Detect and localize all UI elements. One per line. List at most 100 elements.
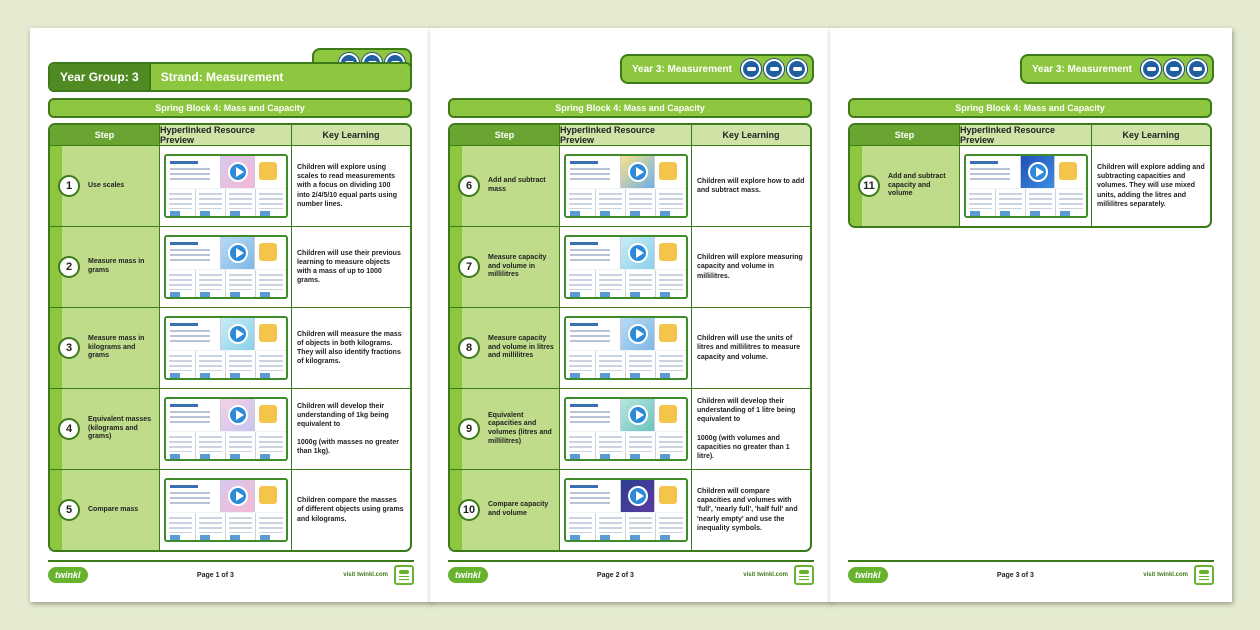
key-learning-cell: Children will explore using scales to re… [292,146,410,226]
play-icon[interactable] [227,243,248,263]
resource-preview-link[interactable] [563,397,688,461]
preview-header: Hyperlinked Resource Preview [560,125,692,145]
play-icon[interactable] [627,486,648,506]
key-learning-cell: Children will develop their understandin… [692,389,810,469]
planit-badge-icon [1193,565,1214,585]
play-icon[interactable] [227,324,248,344]
page-footer: twinkl Page 2 of 3 visit twinkl.com [448,560,814,588]
resource-icon[interactable] [1164,59,1184,79]
play-icon[interactable] [1027,162,1048,182]
table-row: 10 Compare capacity and volume Children … [450,469,810,550]
play-icon[interactable] [627,243,648,263]
key-learning-text: Children will use the units of litres an… [697,335,801,361]
table-row: 5 Compare mass Children compare the mass… [50,469,410,550]
planit-badge-icon [793,565,814,585]
preview-cell [560,470,692,550]
play-icon[interactable] [227,162,248,182]
table-row: 8 Measure capacity and volume in litres … [450,307,810,388]
key-learning-cell: Children will use their previous learnin… [292,227,410,307]
resource-preview-link[interactable] [163,397,288,461]
resource-preview-link[interactable] [563,478,688,542]
page-number: Page 2 of 3 [596,571,634,579]
year-group-bar: Year Group: 3 Strand: Measurement [48,62,412,92]
block-title: Spring Block 4: Mass and Capacity [48,98,412,118]
site-link[interactable]: visit twinkl.com [343,572,388,578]
resource-icon[interactable] [1141,59,1161,79]
play-icon[interactable] [227,405,248,425]
key-learning-text: Children will explore measuring capacity… [697,254,803,280]
table-row: 2 Measure mass in grams Children will us… [50,226,410,307]
table-header: Step Hyperlinked Resource Preview Key Le… [850,125,1210,145]
document-page-2: Year 3: Measurement Spring Block 4: Mass… [430,28,832,602]
twinkl-logo[interactable]: twinkl [848,567,888,583]
play-icon[interactable] [227,486,248,506]
step-name: Compare mass [88,505,139,513]
key-learning-cell: Children will explore adding and subtrac… [1092,146,1210,226]
step-cell: 1 Use scales [50,146,160,226]
year-pill: Year 3: Measurement [619,54,814,84]
step-header: Step [450,125,560,145]
step-name: Measure mass in grams [88,258,145,274]
block-title: Spring Block 4: Mass and Capacity [848,98,1212,118]
preview-cell [560,308,692,388]
step-cell: 10 Compare capacity and volume [450,470,560,550]
preview-cell [160,146,292,226]
preview-header: Hyperlinked Resource Preview [160,125,292,145]
resource-preview-link[interactable] [163,154,288,218]
step-number: 4 [58,418,80,440]
step-cell: 9 Equivalent capacities and volumes (lit… [450,389,560,469]
step-cell: 8 Measure capacity and volume in litres … [450,308,560,388]
step-cell: 11 Add and subtract capacity and volume [850,146,960,226]
twinkl-logo[interactable]: twinkl [448,567,488,583]
table-header: Step Hyperlinked Resource Preview Key Le… [450,125,810,145]
step-number: 3 [58,337,80,359]
steps-table: Step Hyperlinked Resource Preview Key Le… [848,123,1212,228]
step-number: 10 [458,499,480,521]
step-cell: 5 Compare mass [50,470,160,550]
key-learning-text: Children will use their previous learnin… [297,249,401,285]
play-icon[interactable] [627,405,648,425]
twinkl-logo[interactable]: twinkl [48,567,88,583]
preview-cell [160,308,292,388]
step-name: Use scales [88,181,125,189]
resource-icon[interactable] [1187,59,1207,79]
resource-preview-link[interactable] [163,316,288,380]
steps-table: Step Hyperlinked Resource Preview Key Le… [48,123,412,552]
preview-header: Hyperlinked Resource Preview [960,125,1092,145]
key-learning-text: Children will explore how to add and sub… [697,177,805,194]
site-link[interactable]: visit twinkl.com [743,572,788,578]
step-name: Measure mass in kilograms and grams [88,334,145,360]
key-learning-text: Children will explore using scales to re… [297,164,397,208]
preview-cell [160,227,292,307]
key-learning-text: Children will compare capacities and vol… [697,488,798,532]
resource-icon[interactable] [787,59,807,79]
strand-label: Strand: Measurement [160,70,284,84]
resource-icon[interactable] [741,59,761,79]
key-learning-text: Children will explore adding and subtrac… [1097,164,1205,208]
resource-preview-link[interactable] [563,154,688,218]
key-learning-cell: Children will develop their understandin… [292,389,410,469]
table-row: 9 Equivalent capacities and volumes (lit… [450,388,810,469]
resource-icon[interactable] [764,59,784,79]
page-number: Page 3 of 3 [996,571,1034,579]
site-link[interactable]: visit twinkl.com [1143,572,1188,578]
preview-cell [560,146,692,226]
play-icon[interactable] [627,162,648,182]
resource-preview-link[interactable] [963,154,1088,218]
page-footer: twinkl Page 1 of 3 visit twinkl.com [48,560,414,588]
step-number: 7 [458,256,480,278]
preview-cell [560,389,692,469]
resource-preview-link[interactable] [563,235,688,299]
resource-preview-link[interactable] [163,235,288,299]
document-page-3: Year 3: Measurement Spring Block 4: Mass… [830,28,1232,602]
step-name: Compare capacity and volume [488,501,549,517]
resource-preview-link[interactable] [163,478,288,542]
key-learning-cell: Children will explore how to add and sub… [692,146,810,226]
document-page-1: Year Group: 3 Strand: Measurement Spring… [30,28,432,602]
resource-preview-link[interactable] [563,316,688,380]
key-learning-cell: Children will explore measuring capacity… [692,227,810,307]
table-header: Step Hyperlinked Resource Preview Key Le… [50,125,410,145]
play-icon[interactable] [627,324,648,344]
key-learning-text: Children will measure the mass of object… [297,330,402,366]
key-learning-text: Children will develop their understandin… [297,402,399,456]
